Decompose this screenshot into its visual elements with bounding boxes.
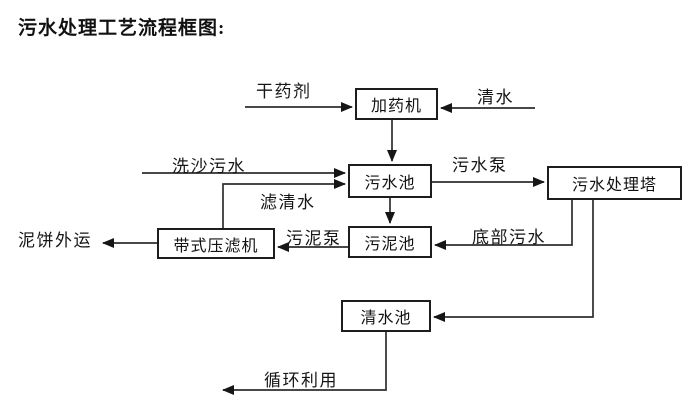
node-sewage-treatment-tower: 污水处理塔 <box>547 166 682 200</box>
node-belt-filter-press: 带式压滤机 <box>157 228 275 259</box>
flow-label-recycle-use: 循环利用 <box>264 371 338 390</box>
flow-label-filtered-water: 滤清水 <box>260 193 316 212</box>
flow-label-dry-agent: 干药剂 <box>256 82 312 101</box>
page-title: 污水处理工艺流程框图: <box>18 18 226 39</box>
flow-label-sand-washing-sewage: 洗沙污水 <box>172 157 246 176</box>
flow-label-sewage-pump: 污水泵 <box>452 156 508 175</box>
flow-label-bottom-sewage: 底部污水 <box>472 228 546 247</box>
flow-label-mud-cake-out: 泥饼外运 <box>18 231 92 250</box>
node-clean-water-pool: 清水池 <box>341 300 431 332</box>
node-dosing-machine: 加药机 <box>355 88 438 120</box>
flow-arrow-tower-to-sludge-pool <box>434 200 573 250</box>
node-sludge-pool: 污泥池 <box>348 226 432 258</box>
flow-label-sludge-pump: 污泥泵 <box>286 229 342 248</box>
node-sewage-pool: 污水池 <box>348 164 432 198</box>
flow-arrow-clean-pool-to-recycle <box>222 332 387 395</box>
flow-label-clean-water: 清水 <box>477 88 514 107</box>
flow-arrow-tower-to-clean-pool <box>433 200 594 322</box>
flow-arrow-filtered-water-to-sewage-pool <box>222 179 346 228</box>
